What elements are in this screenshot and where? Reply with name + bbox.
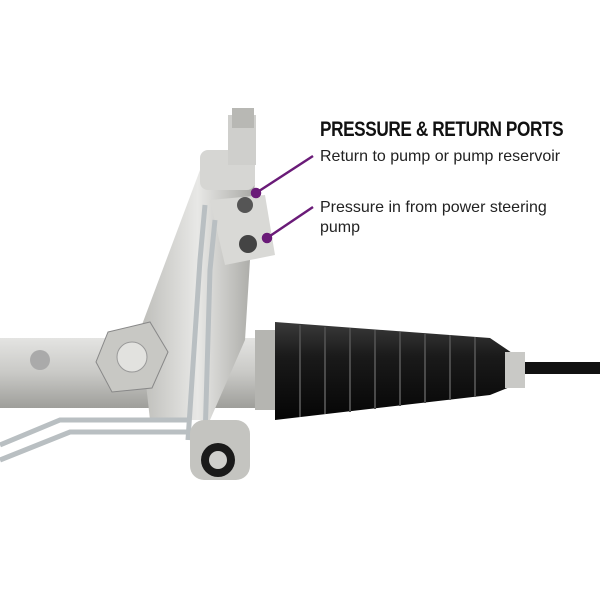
pressure-port-label: Pressure in from power steering pump bbox=[320, 199, 547, 236]
bellows-boot bbox=[275, 322, 515, 420]
hydraulic-lines bbox=[0, 204, 218, 463]
callout-leaders bbox=[250, 154, 314, 244]
pressure-port bbox=[239, 235, 257, 253]
mount-bushing bbox=[190, 420, 250, 480]
hex-fitting bbox=[95, 321, 169, 393]
leader-line-pressure bbox=[266, 205, 314, 240]
callout-title: PRESSURE & RETURN PORTS bbox=[320, 118, 564, 141]
outer-clamp bbox=[505, 352, 525, 388]
return-port-label: Return to pump or pump reservoir bbox=[320, 148, 561, 165]
leader-dot-pressure bbox=[261, 232, 273, 244]
leader-dot-return bbox=[250, 187, 262, 199]
leader-line-return bbox=[255, 154, 314, 195]
return-port bbox=[237, 197, 253, 213]
tie-rod bbox=[525, 362, 600, 374]
